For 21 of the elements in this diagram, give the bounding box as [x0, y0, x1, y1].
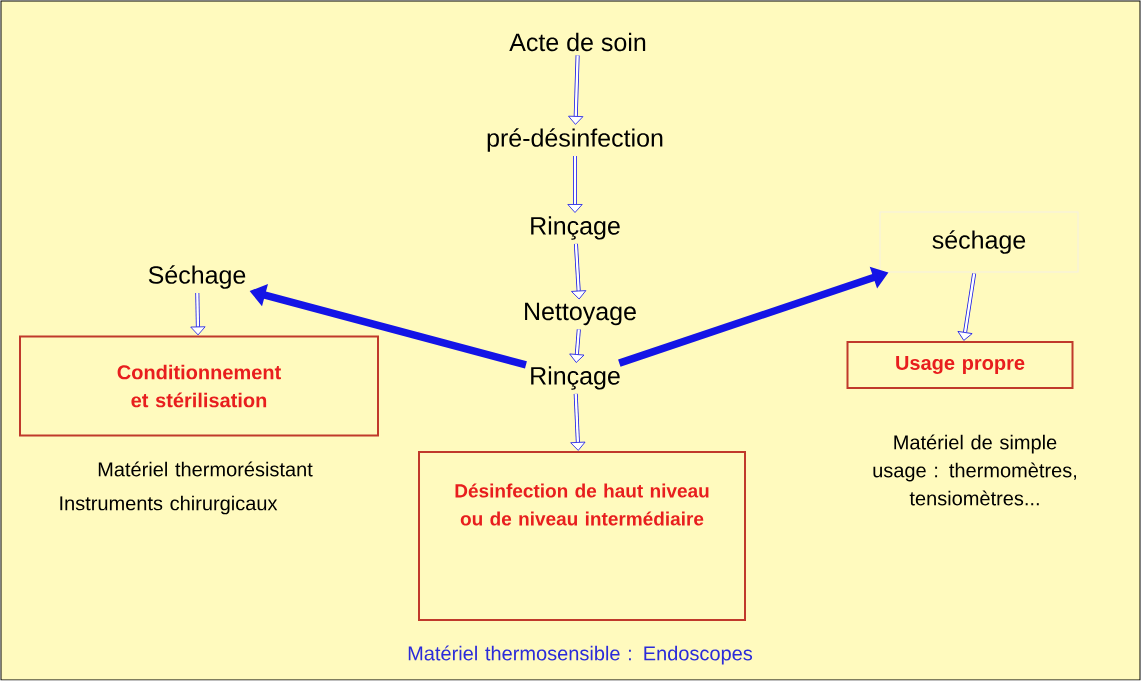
block-arrow: [957, 273, 977, 341]
step-label: Nettoyage: [525, 302, 636, 326]
step-label: Rinçage: [531, 216, 620, 240]
step-label: Séchage: [148, 265, 246, 289]
block-arrow: [571, 243, 587, 300]
note-text: Matériel thermosensible : Endoscopes: [408, 645, 753, 665]
process-box: Usage propre: [846, 341, 1074, 389]
block-arrow: [570, 393, 586, 451]
step-label: Rinçage: [531, 366, 620, 390]
block-arrow: [190, 292, 206, 336]
block-arrow: [569, 329, 585, 363]
note-text: Matériel thermorésistant: [98, 461, 313, 477]
block-arrow: [567, 156, 583, 213]
block-arrow: [568, 55, 584, 125]
step-box: séchage: [879, 211, 1079, 273]
process-box: Conditionnement et stérilisation: [19, 335, 379, 437]
process-box: Désinfection de haut niveau ou de niveau intermédiaire: [418, 451, 746, 621]
step-label: Acte de soin: [509, 32, 646, 52]
step-label: pré-désinfection: [487, 128, 663, 152]
note-text: Instruments chirurgicaux: [60, 495, 278, 515]
note-text: Matériel de simple usage : thermomètres, tensiomètres...: [873, 434, 1076, 506]
